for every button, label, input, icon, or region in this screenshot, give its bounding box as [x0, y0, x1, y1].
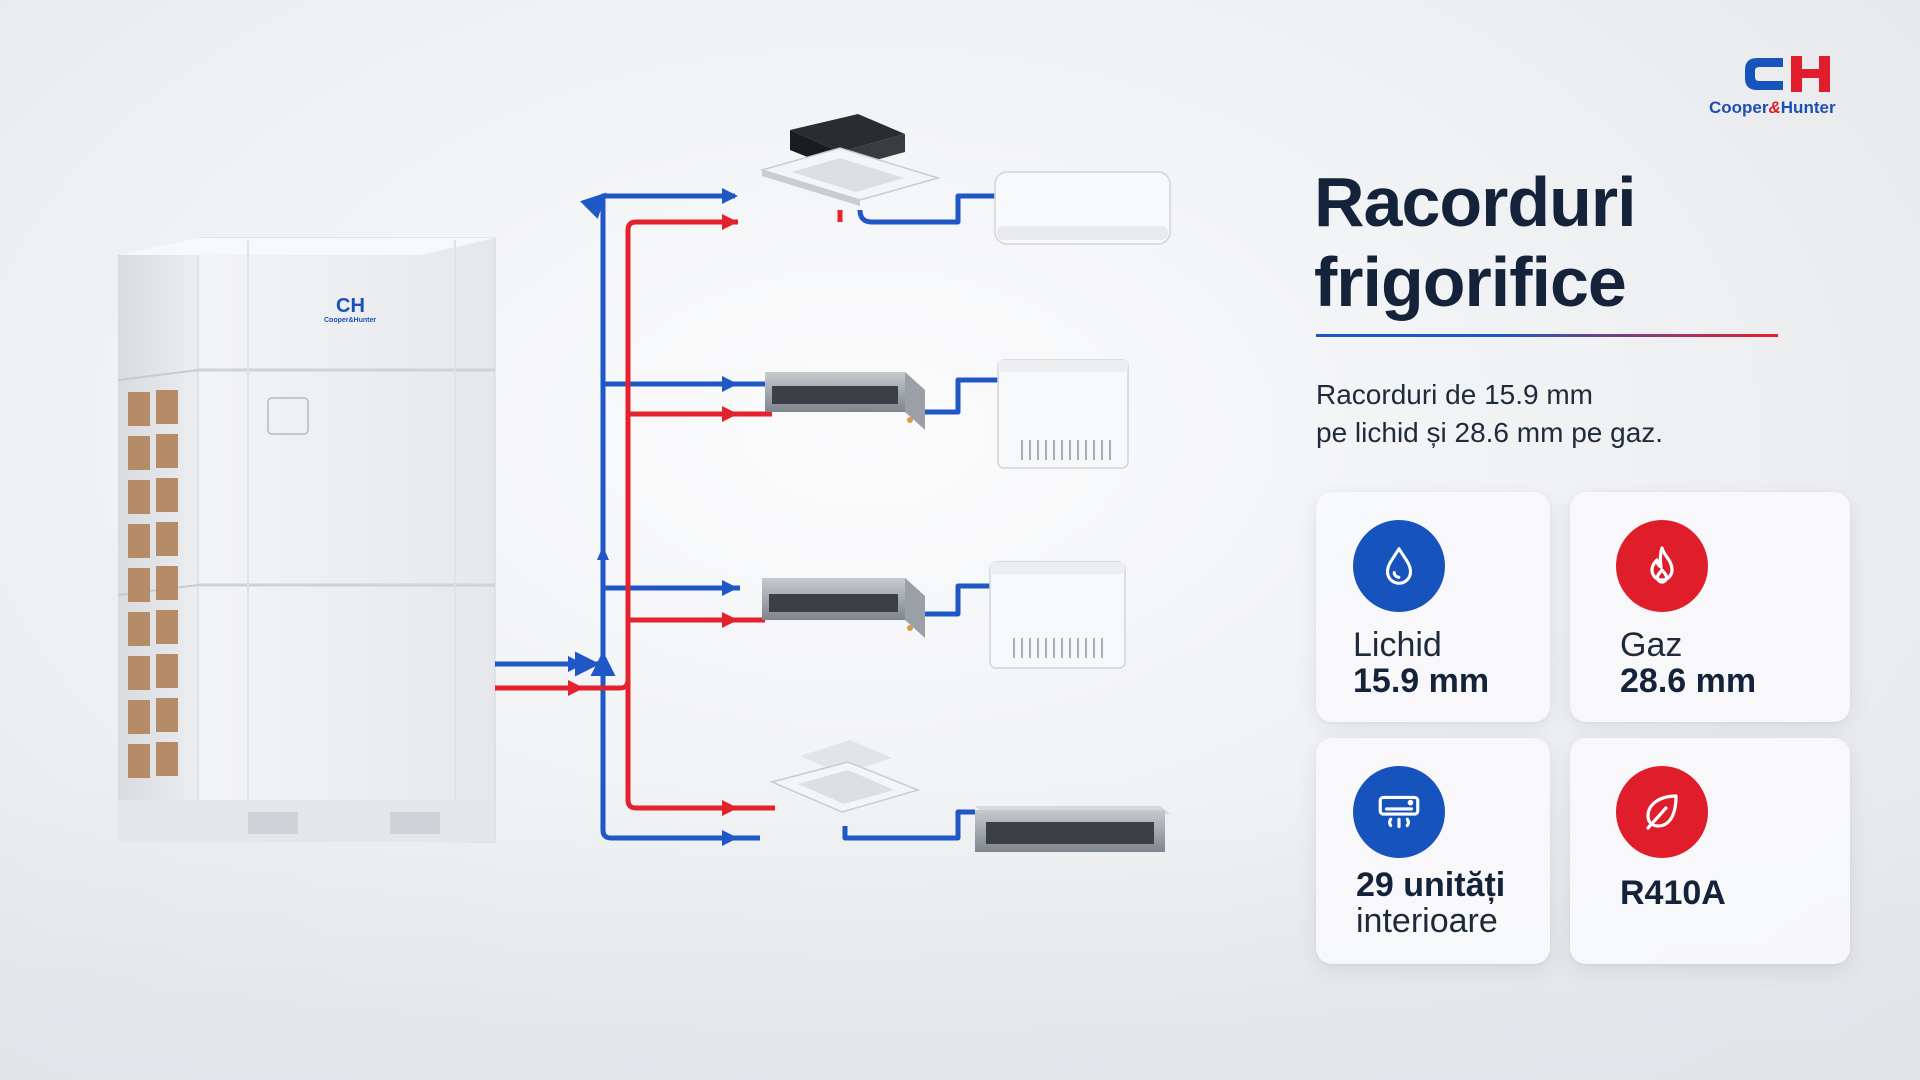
card-liquid: Lichid 15.9 mm — [1316, 492, 1550, 722]
card-gas-label: Gaz — [1620, 626, 1683, 664]
card-gas: Gaz 28.6 mm — [1570, 492, 1850, 722]
card-indoor-units-label: interioare — [1356, 902, 1498, 940]
description: Racorduri de 15.9 mm pe lichid și 28.6 m… — [1316, 376, 1766, 452]
indoor-duct-unit-4 — [975, 806, 1170, 852]
card-refrigerant: R410A — [1570, 738, 1850, 964]
flow-arrows — [568, 188, 738, 846]
card-gas-value: 28.6 mm — [1620, 662, 1757, 700]
indoor-cassette-unit-1 — [759, 114, 941, 206]
brand-logo: Cooper&Hunter — [1705, 52, 1875, 122]
flame-icon — [1616, 520, 1708, 612]
description-line-1: Racorduri de 15.9 mm — [1316, 379, 1594, 410]
unit-logo: CH Cooper&Hunter — [324, 295, 376, 324]
unit-logo-mark: CH — [336, 295, 365, 317]
card-liquid-value: 15.9 mm — [1353, 662, 1490, 700]
card-refrigerant-value: R410A — [1620, 874, 1726, 912]
leaf-icon — [1616, 766, 1708, 858]
indoor-console-unit-3 — [989, 561, 1126, 669]
description-line-2: pe lichid și 28.6 mm pe gaz. — [1316, 417, 1664, 448]
indoor-cassette-unit-4 — [769, 740, 921, 813]
unit-logo-name: Cooper&Hunter — [324, 317, 376, 324]
indoor-duct-unit-3 — [762, 578, 925, 638]
indoor-wall-unit — [994, 171, 1171, 245]
indoor-console-unit-2 — [997, 359, 1129, 469]
title-line-2: frigorifice — [1314, 243, 1627, 321]
card-indoor-units: 29 unități interioare — [1316, 738, 1550, 964]
vrf-system-illustration: CH Cooper&Hunter — [117, 114, 1171, 852]
title-divider — [1316, 334, 1778, 337]
gas-pipes — [495, 210, 843, 811]
liquid-pipes — [495, 192, 998, 841]
card-liquid-label: Lichid — [1353, 626, 1442, 664]
card-indoor-units-value: 29 unități — [1356, 866, 1506, 904]
outdoor-unit: CH Cooper&Hunter — [117, 237, 496, 843]
indoor-duct-unit-2 — [765, 372, 925, 430]
brand-logo-mark — [1745, 56, 1830, 92]
brand-logo-text: Cooper&Hunter — [1709, 98, 1836, 117]
water-drop-icon — [1353, 520, 1445, 612]
page-title: Racorduri frigorifice — [1314, 162, 1814, 322]
title-line-1: Racorduri — [1314, 163, 1637, 241]
air-conditioner-icon — [1353, 766, 1445, 858]
